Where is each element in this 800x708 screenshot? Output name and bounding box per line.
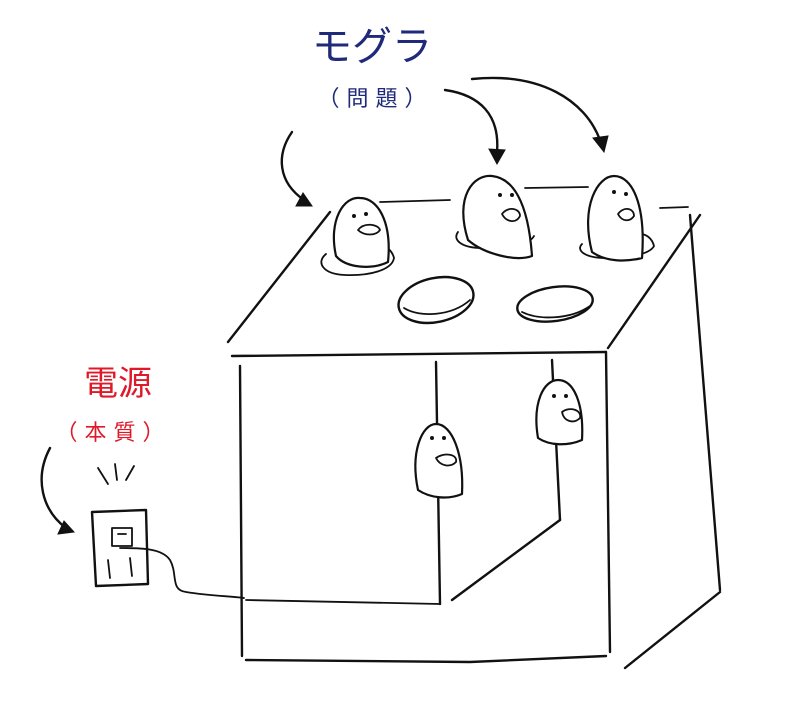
empty-hole-right xyxy=(516,285,594,323)
arrow-to-left-mole xyxy=(280,130,313,207)
mole-inside-right xyxy=(535,378,584,446)
arrow-to-right-mole xyxy=(470,76,609,154)
moles-label: モグラ xyxy=(312,24,432,70)
machine-box xyxy=(226,186,722,670)
empty-hole-left xyxy=(397,275,475,325)
power-label: 電源 xyxy=(84,364,152,404)
power-cord xyxy=(119,547,245,599)
arrow-to-outlet xyxy=(40,446,76,535)
power-sublabel: （ 本 質 ） xyxy=(56,421,165,446)
arrow-to-center-mole xyxy=(443,88,506,166)
power-outlet xyxy=(90,508,150,588)
spark-lines xyxy=(97,463,135,485)
mole-center xyxy=(455,174,535,260)
mole-right xyxy=(579,174,655,262)
moles-sublabel: （ 問 題 ） xyxy=(318,87,427,112)
mole-inside-left xyxy=(414,422,464,499)
mole-left xyxy=(320,196,395,276)
